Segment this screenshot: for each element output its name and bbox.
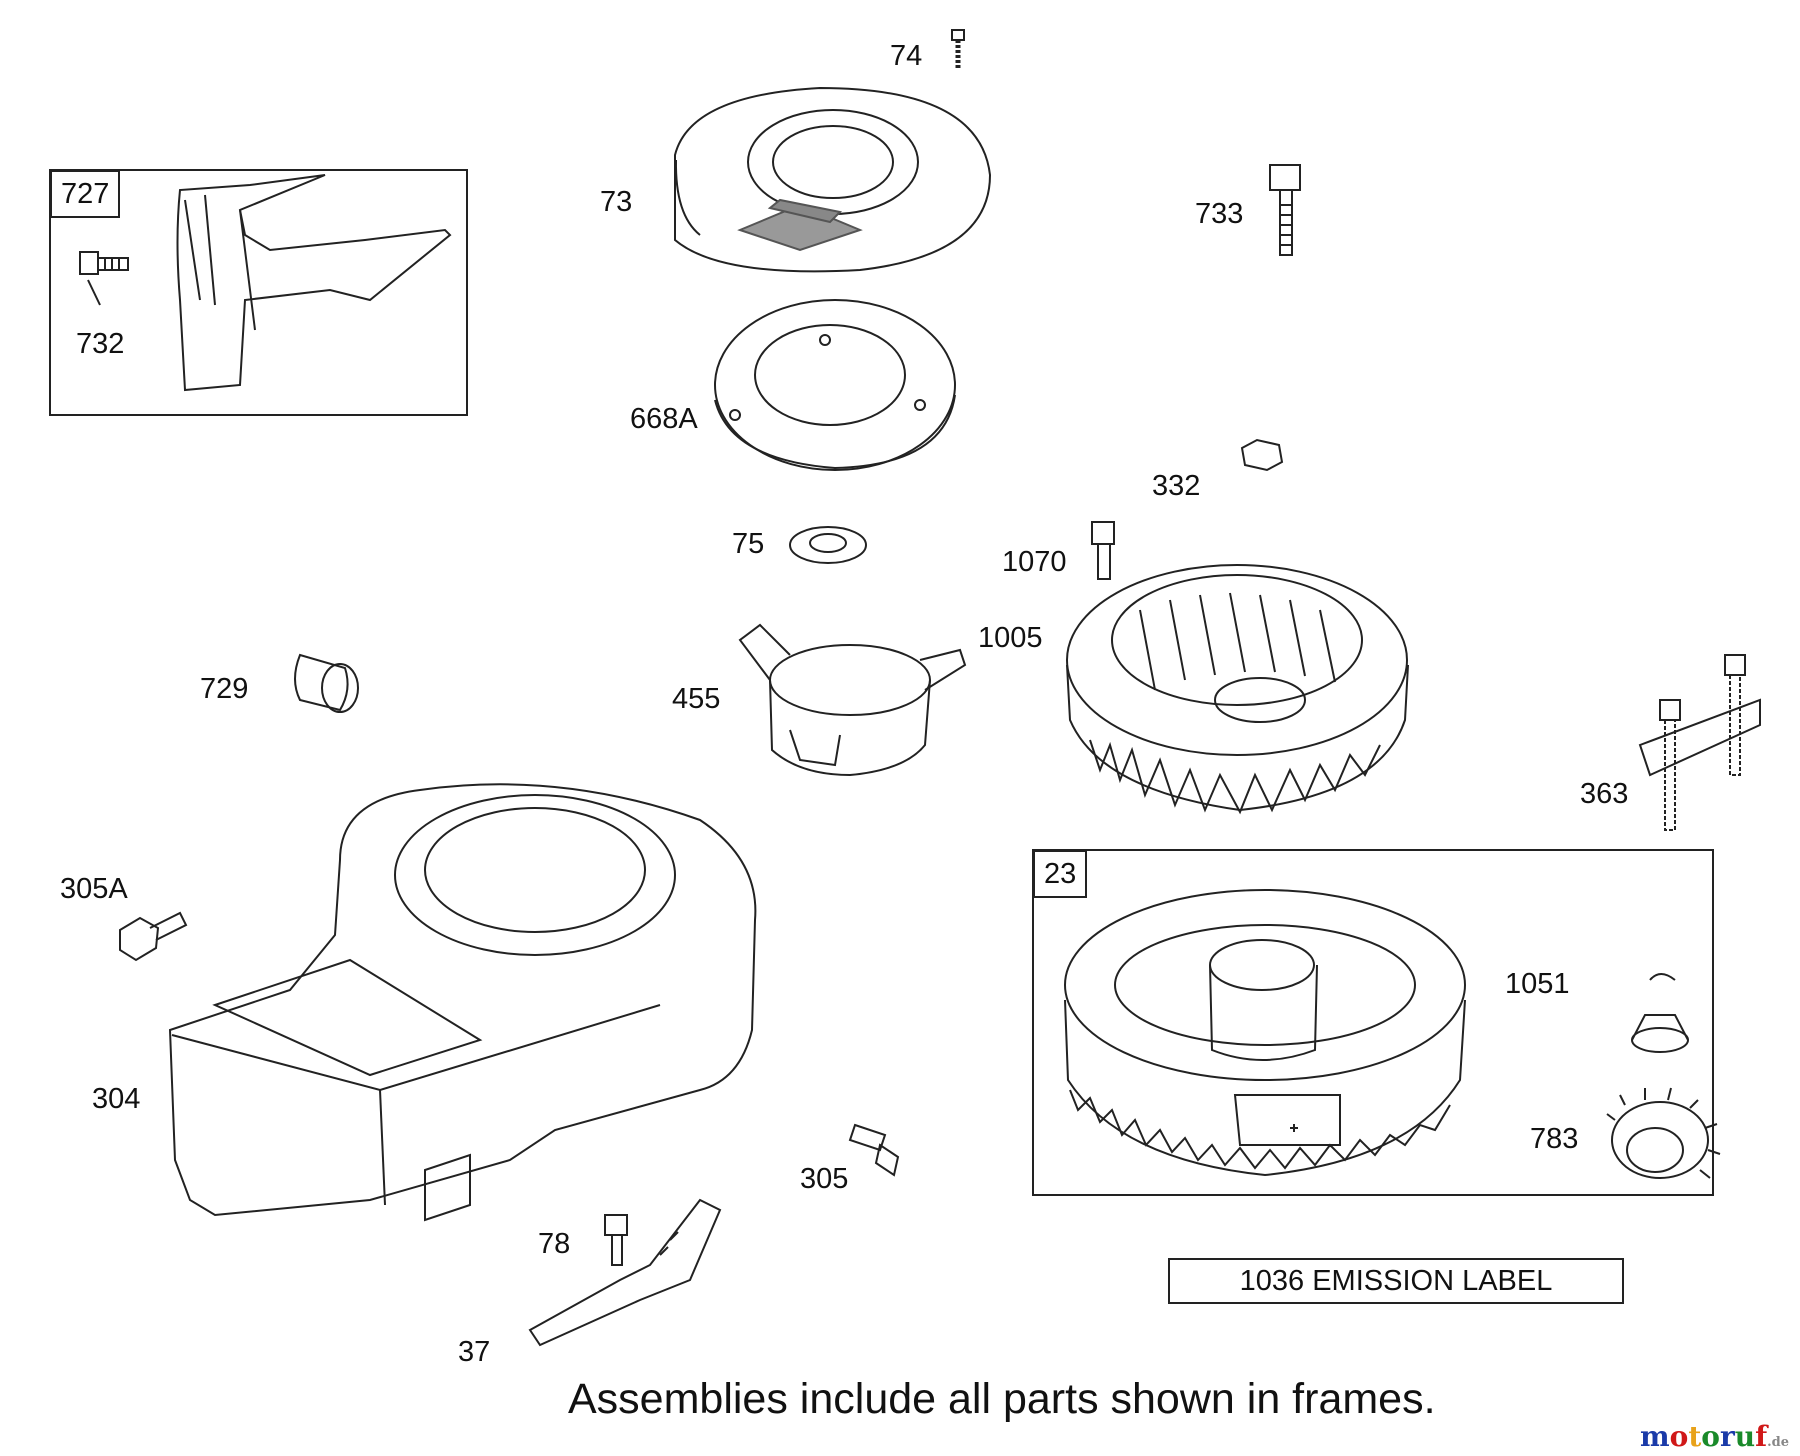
frame-727 — [49, 169, 468, 416]
callout-305A: 305A — [60, 873, 128, 905]
callout-74: 74 — [890, 40, 923, 72]
part-78-screw — [604, 1214, 628, 1266]
callout-1070: 1070 — [1002, 546, 1067, 578]
watermark-letter: o — [1669, 1420, 1689, 1453]
part-305-screw — [848, 1123, 900, 1177]
part-332-nut — [1240, 438, 1284, 472]
part-1005-flywheel — [1066, 564, 1409, 815]
part-729-grommet — [294, 653, 359, 713]
part-733-bolt — [1269, 164, 1301, 256]
watermark-letter: o — [1701, 1420, 1720, 1453]
callout-332: 332 — [1152, 470, 1201, 502]
part-363-bracket — [1638, 654, 1761, 831]
watermark-letter: u — [1734, 1420, 1756, 1453]
callout-73: 73 — [600, 186, 633, 218]
watermark-letter: f — [1755, 1420, 1768, 1453]
emission-label-text: 1036 EMISSION LABEL — [1239, 1264, 1553, 1297]
callout-78: 78 — [538, 1228, 571, 1260]
frame-23 — [1032, 849, 1714, 1196]
part-727-bracket — [176, 174, 452, 392]
emission-label-box: 1036 EMISSION LABEL — [1168, 1258, 1624, 1304]
part-37-strap — [528, 1198, 722, 1347]
callout-733: 733 — [1195, 198, 1244, 230]
part-74-screw — [951, 29, 965, 70]
callout-1051: 1051 — [1505, 968, 1570, 1000]
part-75-washer — [789, 526, 867, 564]
callout-37: 37 — [458, 1336, 491, 1368]
frame-tag-23: 23 — [1033, 850, 1088, 898]
callout-75: 75 — [732, 528, 765, 560]
footer-note: Assemblies include all parts shown in fr… — [568, 1375, 1436, 1423]
part-1070-screw — [1091, 521, 1115, 580]
watermark-letter: r — [1719, 1420, 1735, 1453]
callout-304: 304 — [92, 1083, 141, 1115]
callout-783: 783 — [1530, 1123, 1579, 1155]
part-668A-plate — [714, 299, 956, 471]
callout-729: 729 — [200, 673, 249, 705]
callout-668A: 668A — [630, 403, 698, 435]
part-732-screw — [79, 251, 129, 306]
callout-1005: 1005 — [978, 622, 1043, 654]
part-73-cover — [674, 86, 992, 273]
watermark-suffix: .de — [1767, 1435, 1790, 1450]
frame-tag-727: 727 — [50, 170, 121, 218]
part-1051-clip — [1631, 973, 1689, 1053]
watermark-text: motoruf — [1640, 1420, 1767, 1453]
callout-363: 363 — [1580, 778, 1629, 810]
part-455-cup — [738, 623, 967, 777]
callout-732: 732 — [76, 328, 125, 360]
callout-305: 305 — [800, 1163, 849, 1195]
part-23-flywheel-assembly — [1064, 889, 1466, 1177]
part-783-gear — [1606, 1087, 1721, 1179]
callout-455: 455 — [672, 683, 721, 715]
part-305A-screw — [119, 911, 188, 962]
part-304-housing — [168, 783, 757, 1222]
watermark-logo: motoruf.de — [1640, 1420, 1789, 1453]
watermark-letter: t — [1688, 1420, 1702, 1453]
watermark-letter: m — [1640, 1420, 1670, 1453]
